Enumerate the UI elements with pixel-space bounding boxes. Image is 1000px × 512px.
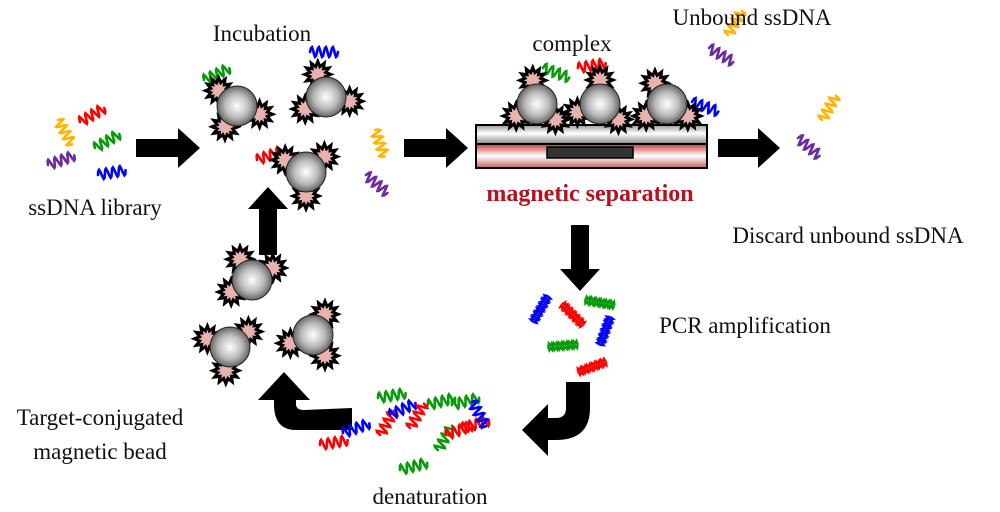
ssdna-strand: [707, 43, 735, 67]
discard-label: Discard unbound ssDNA: [732, 223, 964, 248]
target-molecule-icon: [307, 338, 343, 373]
ssdna-strand: [46, 150, 77, 171]
ssdna-strand: [77, 104, 107, 126]
ssdna-strand: [398, 456, 429, 476]
ssdna-strand: [723, 9, 747, 37]
dsdna-helix-icon: [547, 338, 579, 354]
complex-label: complex: [532, 31, 612, 56]
dna-strand: [527, 295, 554, 323]
process-arrows: [136, 128, 780, 456]
dna-strand: [576, 357, 608, 377]
dsdna-helix-icon: [558, 300, 588, 330]
ssdna-strand: [54, 117, 76, 147]
magnetic-bead-icon: [216, 85, 258, 127]
curved-arrow: [522, 382, 590, 456]
ssdna-strand: [375, 409, 399, 437]
block-arrow: [136, 128, 200, 168]
block-arrow: [718, 128, 780, 168]
magnetic-bead-icon: [646, 83, 688, 125]
dsdna-helix-icon: [594, 315, 616, 347]
dsdna-helix-icon: [576, 356, 608, 378]
ssdna-strand: [201, 63, 232, 85]
target-label-2: magnetic bead: [33, 439, 167, 464]
pcr-products: [527, 293, 616, 378]
ssdna-strand: [376, 386, 407, 405]
ssdna-strand: [796, 134, 821, 160]
block-arrow: [560, 225, 600, 291]
ssdna-strand: [426, 391, 457, 411]
magnetic-bead-icon: [209, 326, 251, 368]
dna-strand: [584, 294, 616, 312]
unbound-label: Unbound ssDNA: [672, 5, 832, 30]
dna-strand: [547, 338, 579, 353]
dna-strand: [594, 315, 616, 346]
ssdna-strand: [405, 402, 429, 430]
magnetic-beads: [190, 57, 705, 388]
denaturation-label: denaturation: [372, 484, 488, 509]
target-label-1: Target-conjugated: [16, 405, 184, 430]
target-molecule-icon: [307, 297, 343, 332]
curved-arrow: [258, 372, 352, 430]
separation-label: magnetic separation: [486, 181, 694, 207]
magnet: [546, 146, 634, 159]
magnetic-bead-icon: [579, 83, 621, 125]
magnetic-bead-icon: [231, 259, 273, 301]
ssdna-strand: [318, 433, 349, 452]
ssdna-strand: [468, 399, 490, 429]
ssdna-strand: [369, 128, 390, 159]
ssdna-strand: [387, 398, 418, 420]
dsdna-helix-icon: [527, 293, 554, 325]
magnetic-bead-icon: [516, 83, 558, 125]
ssdna-strand: [341, 418, 372, 439]
ssdna-strand: [96, 163, 127, 182]
library-label: ssDNA library: [28, 195, 162, 220]
dsdna-helix-icon: [584, 294, 616, 312]
magnetic-bead-icon: [305, 76, 347, 118]
ssdna-strand: [450, 391, 481, 411]
block-arrow: [248, 187, 288, 255]
ssdna-strand: [308, 44, 340, 60]
incubation-label: Incubation: [212, 21, 312, 46]
dna-strand: [560, 300, 585, 330]
ssdna-strand: [817, 94, 841, 122]
pcr-label: PCR amplification: [659, 313, 831, 338]
block-arrow: [404, 128, 468, 168]
magnetic-bead-icon: [292, 314, 334, 356]
ssdna-strand: [444, 420, 475, 441]
magnet-plate: [475, 124, 708, 169]
ssdna-strand: [460, 414, 491, 434]
ssdna-strand: [92, 130, 122, 152]
magnetic-bead-icon: [285, 151, 327, 193]
ssdna-strand: [364, 171, 389, 197]
